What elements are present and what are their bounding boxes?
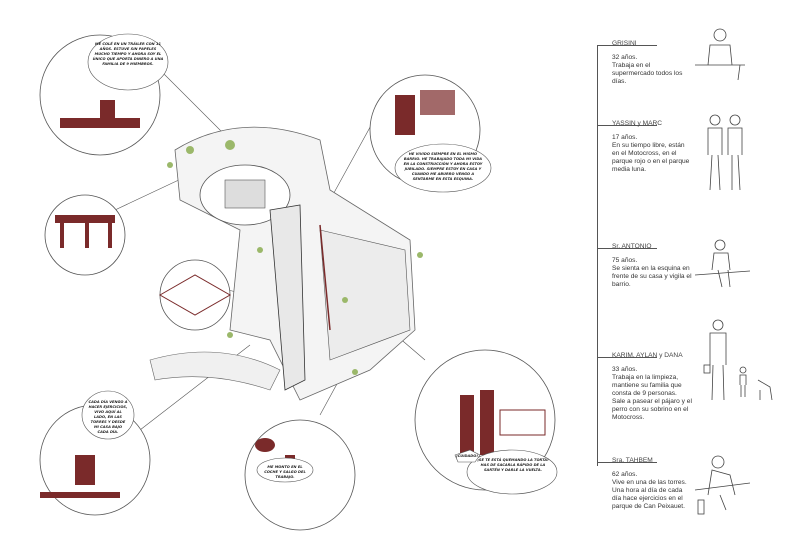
figure-yassin-marc <box>707 114 743 191</box>
figure-antonio <box>694 239 751 288</box>
divider <box>597 357 657 358</box>
figure-grisini <box>695 28 745 81</box>
speech-bubble-caution: ¡Cuidado! <box>456 454 478 458</box>
divider <box>597 462 657 463</box>
speech-bubble-trailer: Me colé en un tráiler con 11 años. Estuv… <box>92 42 164 66</box>
speech-bubble-torta: ¡Se te está quemando la torta! Has de sa… <box>477 458 549 472</box>
resident-figures <box>694 28 773 515</box>
timeline-rail <box>597 45 598 466</box>
divider <box>597 45 657 46</box>
divider <box>597 248 657 249</box>
vignette-house <box>159 259 231 331</box>
speech-bubble-exercise: Cada día vengo a hacer ejercicios, vivo … <box>88 400 128 434</box>
speech-bubble-car: Me monto en el coche y salgo del trabajo… <box>264 465 306 479</box>
figure-tahbem <box>694 455 751 515</box>
figure-karim-aylan-dana <box>703 319 773 401</box>
maroon-details <box>40 90 546 498</box>
speech-bubble-neighbourhood: He vivido siempre en el mismo barrio. He… <box>403 152 483 181</box>
divider <box>597 125 657 126</box>
neighbourhood-map <box>149 126 423 401</box>
speech-bubbles <box>81 33 558 495</box>
